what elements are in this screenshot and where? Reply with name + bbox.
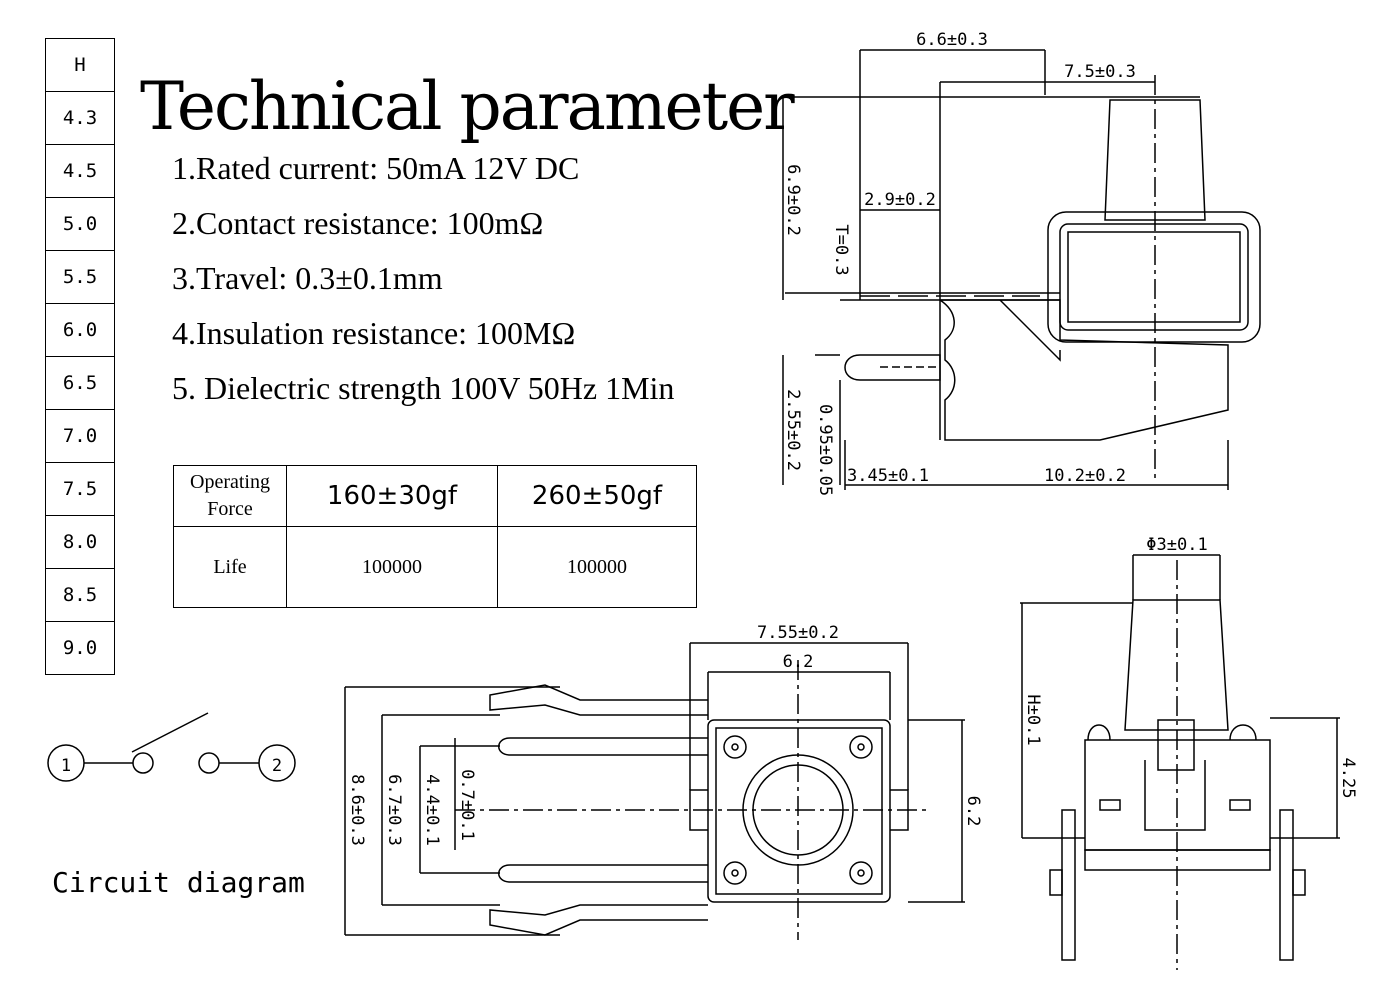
h-table-value: 9.0 — [45, 621, 115, 675]
circuit-caption: Circuit diagram — [52, 866, 305, 899]
dim-pin-len: 3.45±0.1 — [847, 466, 929, 486]
force-value-a: 160±30gf — [286, 465, 498, 527]
h-table-value: 6.5 — [45, 356, 115, 410]
page-title: Technical parameter — [140, 68, 795, 145]
dim-stem-diameter: Φ3±0.1 — [1146, 535, 1207, 555]
dim-lever: 2.9±0.2 — [864, 190, 936, 210]
dim-pitch-inner: 4.4±0.1 — [422, 774, 442, 846]
dim-outer-width: 7.55±0.2 — [757, 623, 839, 643]
dim-height: 6.9±0.2 — [783, 164, 803, 236]
dim-offset: 7.5±0.3 — [1064, 62, 1136, 82]
dim-total: 8.6±0.3 — [347, 774, 367, 846]
front-view-drawing — [1020, 554, 1340, 970]
circuit-diagram — [47, 712, 296, 782]
parameter-list: 1.Rated current: 50mA 12V DC 2.Contact r… — [172, 148, 674, 423]
parameter-rated-current: 1.Rated current: 50mA 12V DC — [172, 150, 580, 186]
h-table-value: 8.0 — [45, 515, 115, 569]
life-label: Life — [173, 526, 287, 608]
side-view-drawing — [782, 49, 1261, 490]
parameter-insulation-resistance: 4.Insulation resistance: 100MΩ — [172, 315, 576, 351]
h-table-value: 7.0 — [45, 409, 115, 463]
circuit-pin-2-label: 2 — [272, 756, 282, 776]
h-table-value: 4.5 — [45, 144, 115, 198]
h-table-value: 6.0 — [45, 303, 115, 357]
parameter-contact-resistance: 2.Contact resistance: 100mΩ — [172, 205, 544, 241]
life-value-a: 100000 — [286, 526, 498, 608]
top-view-drawing — [344, 642, 965, 940]
dim-pitch-outer: 6.7±0.3 — [384, 774, 404, 846]
dim-body-height: 6.2 — [963, 796, 983, 827]
dim-front-height: H±0.1 — [1023, 694, 1043, 745]
dim-pin-height: 2.55±0.2 — [783, 389, 803, 471]
dim-pin-width: 0.7±0.1 — [457, 769, 477, 841]
h-table-value: 8.5 — [45, 568, 115, 622]
h-table-header: H — [45, 38, 115, 92]
force-value-b: 260±50gf — [497, 465, 697, 527]
h-table-value: 5.5 — [45, 250, 115, 304]
dim-pin-thick: 0.95±0.05 — [815, 404, 835, 496]
circuit-pin-1-label: 1 — [61, 756, 71, 776]
dim-thickness: T=0.3 — [831, 224, 851, 275]
parameter-travel: 3.Travel: 0.3±0.1mm — [172, 260, 443, 296]
dim-body-len: 10.2±0.2 — [1044, 466, 1126, 486]
parameter-dielectric-strength: 5. Dielectric strength 100V 50Hz 1Min — [172, 370, 675, 406]
dim-top-width: 6.6±0.3 — [916, 30, 988, 50]
life-value-b: 100000 — [497, 526, 697, 608]
dim-inner-width: 6.2 — [783, 652, 814, 672]
dim-front-body-height: 4.25 — [1338, 758, 1358, 799]
